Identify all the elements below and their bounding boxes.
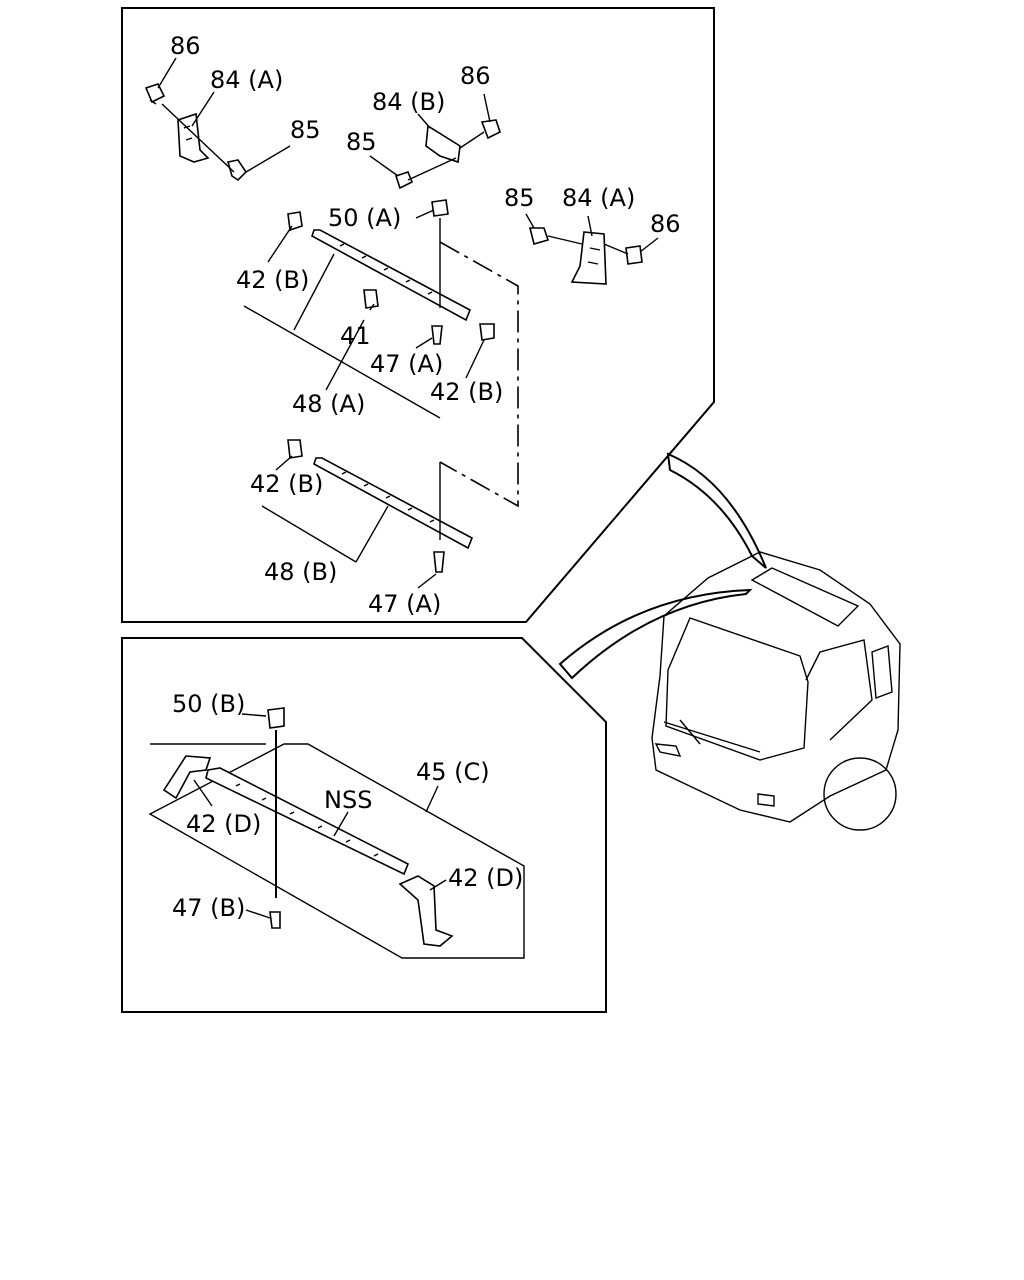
label-42d-right: 42 (D) bbox=[448, 864, 523, 892]
label-84a-top-right: 84 (A) bbox=[562, 184, 635, 212]
label-47a-lower: 47 (A) bbox=[368, 590, 441, 618]
truck-cab-illustration bbox=[558, 452, 901, 831]
bracket-84a-left bbox=[144, 83, 248, 182]
label-86-top-right: 86 bbox=[650, 210, 681, 238]
bracket-42d-right bbox=[398, 875, 454, 947]
label-42b-upper-left: 42 (B) bbox=[236, 266, 309, 294]
rail-strip-nss bbox=[205, 767, 410, 876]
label-84b: 84 (B) bbox=[372, 88, 445, 116]
label-48b: 48 (B) bbox=[264, 558, 337, 586]
clip-50b bbox=[267, 707, 285, 729]
bracket-84b bbox=[394, 119, 501, 190]
bottom-detail-panel bbox=[121, 637, 607, 1013]
label-nss: NSS bbox=[324, 786, 372, 814]
top-detail-panel bbox=[121, 7, 715, 623]
clip-42b-a bbox=[287, 211, 303, 232]
label-85-top-right: 85 bbox=[504, 184, 535, 212]
label-85-top-left: 85 bbox=[290, 116, 321, 144]
nut-41 bbox=[363, 289, 379, 309]
label-41: 41 bbox=[340, 322, 371, 350]
screw-47a-a bbox=[431, 325, 443, 345]
clip-50a bbox=[431, 199, 449, 217]
screw-47b bbox=[269, 911, 281, 929]
bracket-84a-right bbox=[528, 227, 643, 285]
label-47b: 47 (B) bbox=[172, 894, 245, 922]
label-45c: 45 (C) bbox=[416, 758, 490, 786]
rail-strip-48b bbox=[313, 457, 474, 550]
label-47a-upper: 47 (A) bbox=[370, 350, 443, 378]
bracket-42d-left bbox=[162, 755, 212, 800]
screw-47a-b bbox=[433, 551, 445, 573]
rail-strip-48a bbox=[311, 229, 472, 322]
label-84a-top-left: 84 (A) bbox=[210, 66, 283, 94]
label-86-top-left: 86 bbox=[170, 32, 201, 60]
clip-42b-b bbox=[479, 323, 495, 341]
clip-42b-c bbox=[287, 439, 303, 459]
label-85-top-middle: 85 bbox=[346, 128, 377, 156]
label-48a: 48 (A) bbox=[292, 390, 365, 418]
label-42b-lower: 42 (B) bbox=[250, 470, 323, 498]
label-50b: 50 (B) bbox=[172, 690, 245, 718]
label-42d-left: 42 (D) bbox=[186, 810, 261, 838]
label-42b-upper-right: 42 (B) bbox=[430, 378, 503, 406]
label-50a: 50 (A) bbox=[328, 204, 401, 232]
label-86-top-middle: 86 bbox=[460, 62, 491, 90]
